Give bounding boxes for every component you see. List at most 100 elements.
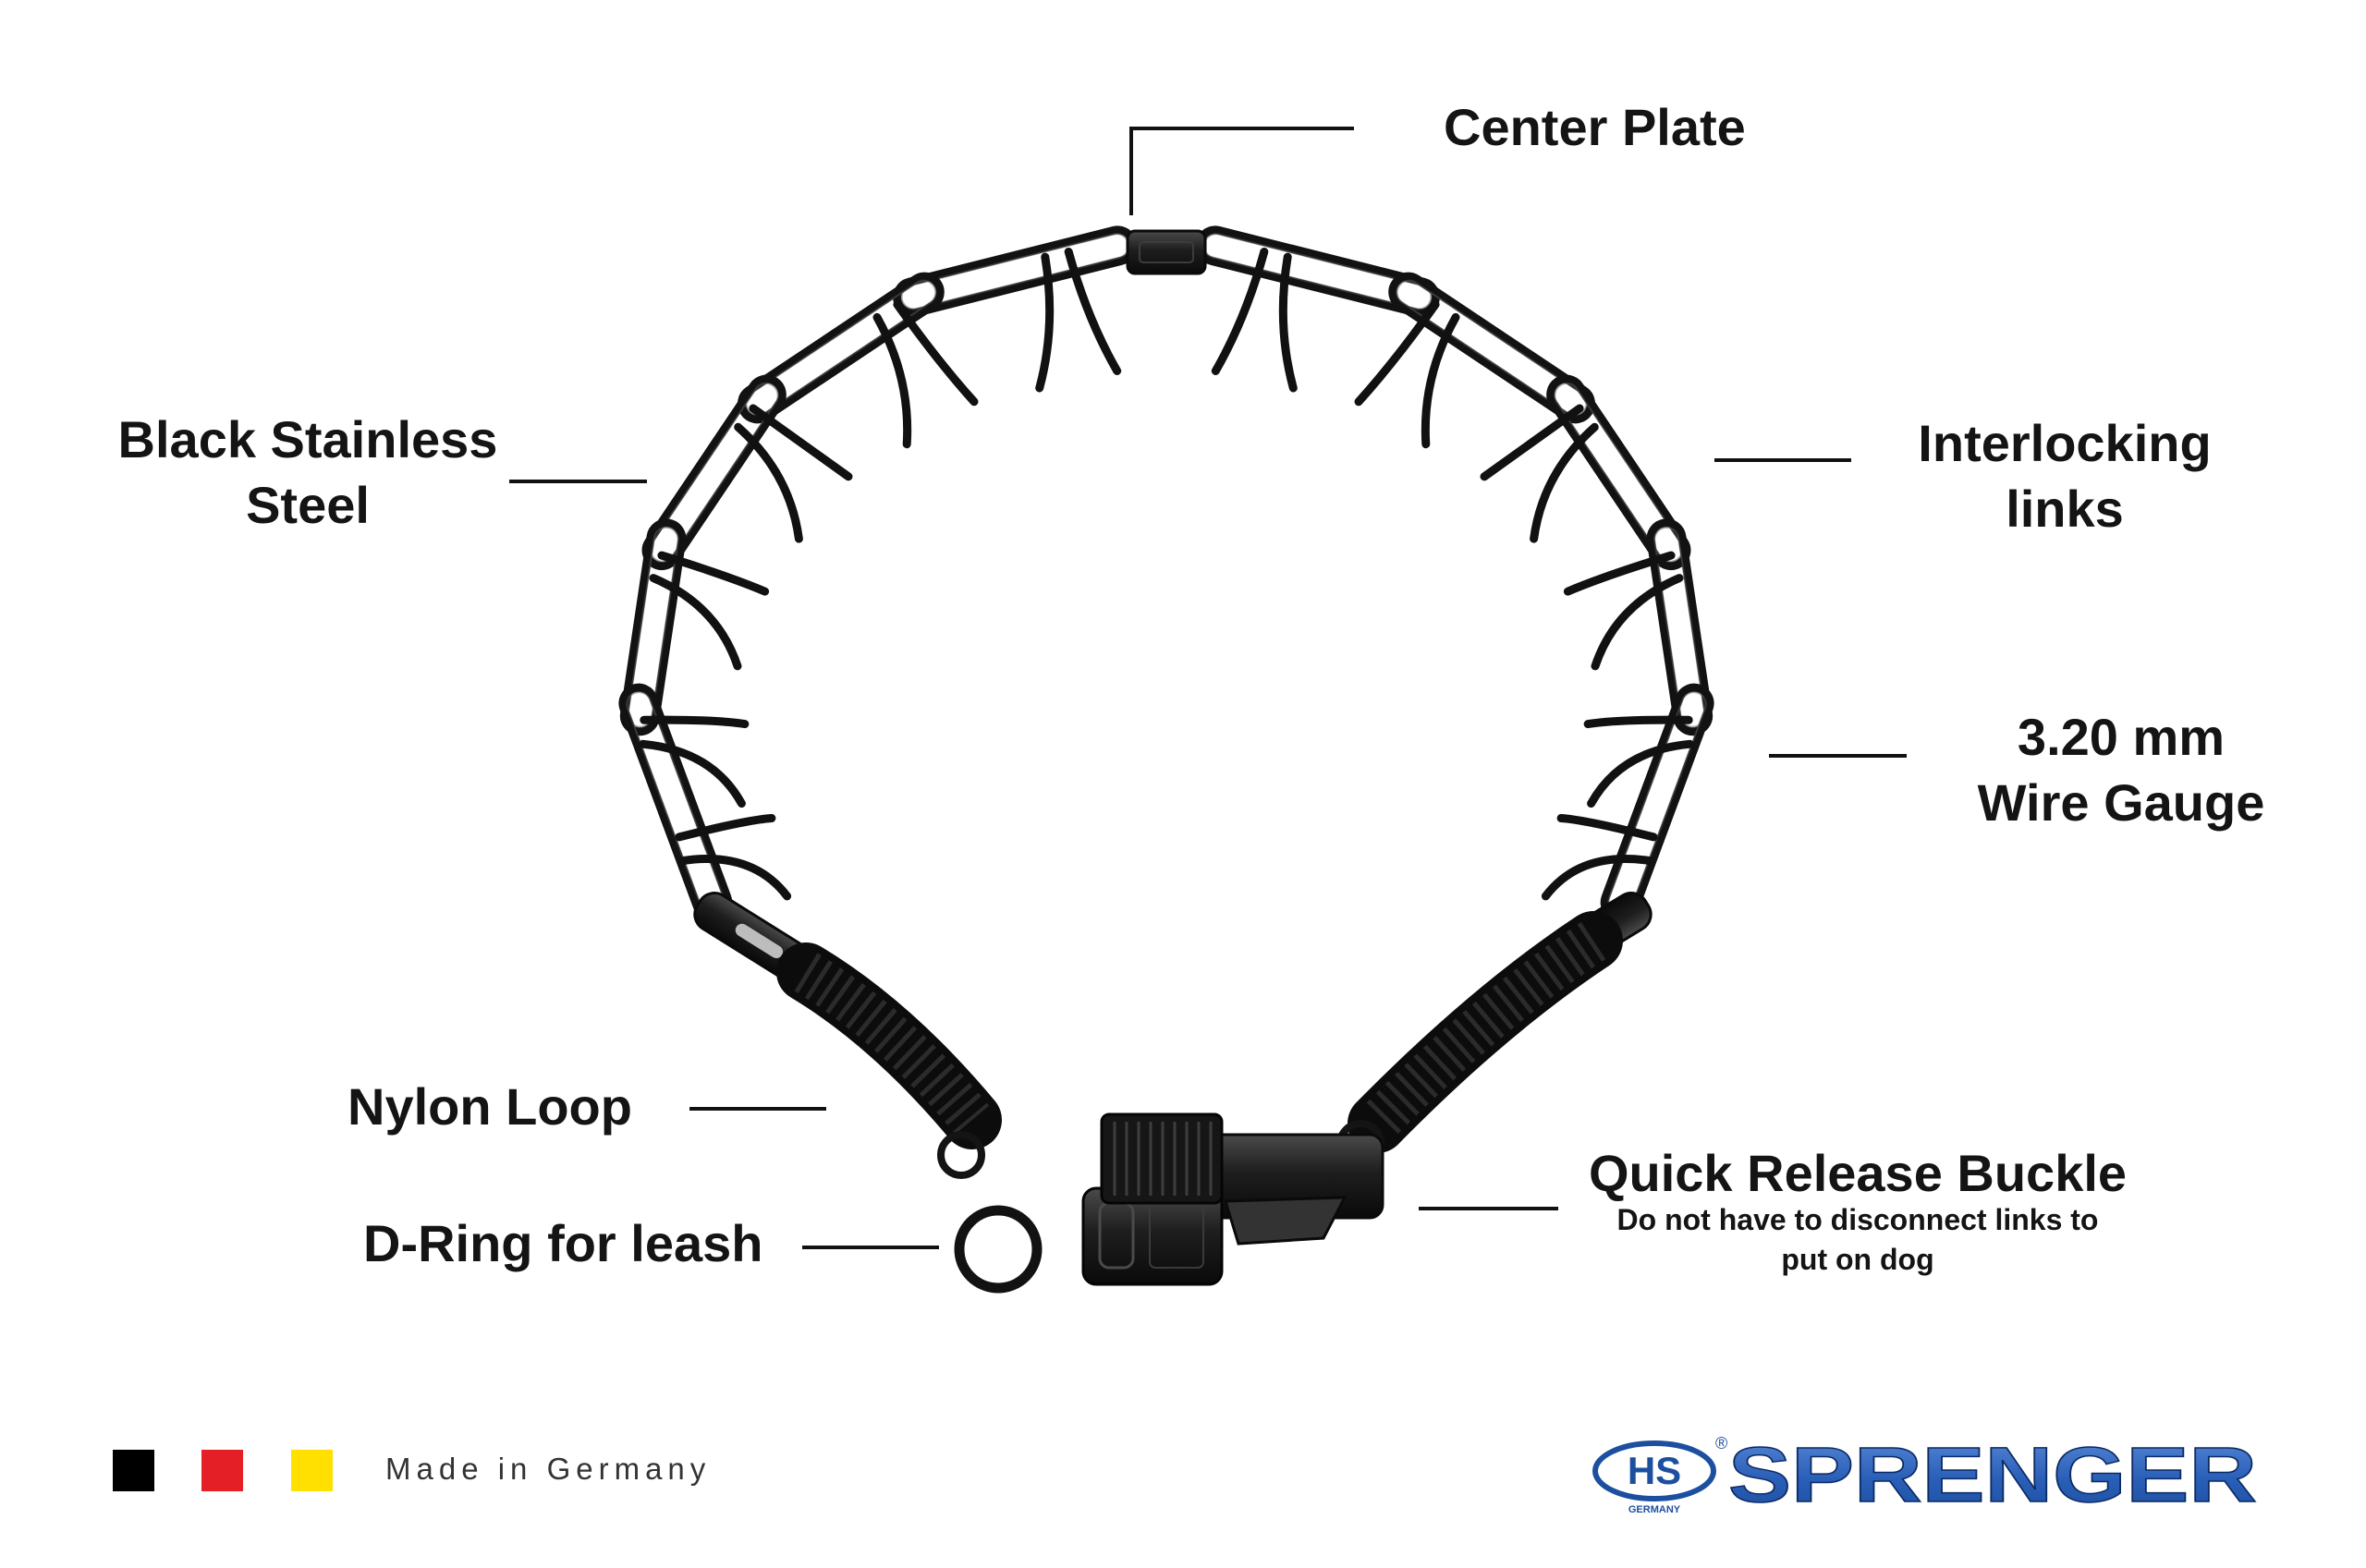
- left-nylon-loop: [776, 942, 1002, 1149]
- label-d-ring: D-Ring for leash: [363, 1214, 763, 1272]
- label-quick-release-note-line2: put on dog: [1781, 1243, 1934, 1276]
- hs-badge-subtext: GERMANY: [1628, 1504, 1681, 1515]
- right-connector-ring: [1336, 1120, 1384, 1168]
- collar-prong-pair: [675, 814, 792, 901]
- collar-prong-pair: [1035, 248, 1122, 393]
- collar-prong: [1563, 551, 1676, 596]
- collar-prong: [1591, 574, 1684, 671]
- collar-prong: [675, 814, 776, 842]
- collar-link: [1646, 518, 1714, 736]
- collar-prong: [657, 551, 770, 596]
- label-line: 3.20 mm: [2017, 708, 2226, 766]
- collar-prong: [1541, 855, 1653, 901]
- collar-prong-pair: [1583, 715, 1694, 808]
- collar-prong: [1211, 248, 1269, 375]
- collar-link-highlight: [626, 691, 726, 915]
- collar-prong: [649, 574, 742, 671]
- collar-prong: [872, 312, 912, 449]
- leader-line-black-stainless-steel: [509, 480, 647, 483]
- collar-prong: [1583, 715, 1693, 729]
- right-nylon-loop: [1348, 911, 1623, 1153]
- sprenger-logo: HS GERMANY ® SPRENGER: [1592, 1432, 2258, 1517]
- collar-link-wire: [618, 683, 733, 923]
- collar-prong: [1421, 312, 1460, 449]
- collar-link-wire: [1195, 225, 1440, 318]
- collar-link-highlight: [627, 526, 679, 728]
- collar-prong-pair: [649, 551, 770, 671]
- collar-link: [641, 374, 787, 571]
- leader-line-center-plate-vertical: [1129, 127, 1133, 215]
- hs-badge-oval: [1592, 1440, 1716, 1501]
- collar-prong-pair: [734, 404, 853, 543]
- leader-line-nylon-loop: [689, 1107, 826, 1111]
- collar-link-wire: [738, 272, 945, 424]
- collar-link-wire: [619, 518, 687, 736]
- flag-stripe-red: [201, 1450, 243, 1491]
- collar-prong-pair: [1480, 404, 1599, 543]
- collar-prong: [1480, 404, 1584, 481]
- collar-link-highlight: [745, 279, 937, 417]
- collar-prong: [1556, 814, 1658, 842]
- collar-link: [893, 225, 1138, 318]
- collar-prong: [640, 715, 750, 729]
- center-plate: [1126, 229, 1207, 275]
- label-line: Wire Gauge: [1977, 773, 2265, 832]
- collar-prong: [1064, 248, 1122, 375]
- collar-link-wire: [1600, 683, 1714, 923]
- collar-prong: [749, 404, 853, 481]
- collar-link: [618, 683, 733, 923]
- collar-link-wire: [641, 374, 787, 571]
- label-line: Black Stainless: [117, 410, 498, 468]
- collar-link-wire: [893, 225, 1138, 318]
- collar-link-highlight: [1554, 382, 1684, 563]
- registered-mark: ®: [1715, 1434, 1727, 1453]
- collar-prong-pair: [872, 300, 979, 449]
- collar-link-highlight: [1607, 691, 1707, 915]
- d-ring: [954, 1205, 1043, 1294]
- collar-prong: [1354, 300, 1440, 407]
- collar-prong: [1530, 422, 1599, 543]
- collar-link: [1600, 683, 1714, 923]
- collar-link-highlight: [900, 233, 1130, 310]
- collar-link-wire: [1388, 272, 1595, 424]
- label-wire-gauge: 3.20 mm Wire Gauge: [1899, 704, 2343, 835]
- collar-link-highlight: [649, 382, 779, 563]
- label-black-stainless-steel: Black Stainless Steel: [77, 407, 539, 538]
- collar-link-highlight: [1396, 279, 1588, 417]
- collar-link: [1546, 374, 1691, 571]
- collar-link-wire: [1646, 518, 1714, 736]
- collar-prong: [639, 739, 746, 808]
- collar-link-wire: [1546, 374, 1691, 571]
- collar-prong-pair: [1541, 814, 1658, 901]
- collar-link-chain: [618, 225, 1714, 923]
- left-end-plate: [693, 892, 838, 999]
- flag-stripe-gold: [291, 1450, 333, 1491]
- label-nylon-loop: Nylon Loop: [348, 1077, 632, 1136]
- collar-prong: [679, 855, 792, 901]
- collar-prong: [1035, 252, 1055, 393]
- collar-link: [1388, 272, 1595, 424]
- collar-prong-pair: [1211, 248, 1298, 393]
- collar-link-highlight: [1202, 233, 1433, 310]
- collar-link: [738, 272, 945, 424]
- label-quick-release-note-line1: Do not have to disconnect links to: [1616, 1203, 2099, 1236]
- flag-stripe-black: [113, 1450, 154, 1491]
- collar-hardware: [693, 229, 1653, 1294]
- right-end-plate: [1523, 892, 1653, 988]
- brand-name: SPRENGER: [1728, 1432, 2257, 1517]
- quick-release-buckle: [1081, 1112, 1384, 1286]
- left-connector-ring: [937, 1131, 985, 1179]
- leader-line-center-plate-horizontal: [1131, 127, 1354, 130]
- collar-link: [1195, 225, 1440, 318]
- leader-line-d-ring: [802, 1246, 939, 1249]
- collar-link-highlight: [1653, 526, 1706, 728]
- label-interlocking-links: Interlocking links: [1834, 410, 2296, 541]
- collar-prong: [1587, 739, 1694, 808]
- collar-prong: [893, 300, 979, 407]
- collar-prong: [1278, 252, 1298, 393]
- leader-line-wire-gauge: [1769, 754, 1907, 758]
- collar-prong-pair: [1354, 300, 1460, 449]
- label-center-plate: Center Plate: [1444, 98, 1746, 156]
- collar-prong-set: [639, 248, 1694, 901]
- made-in-germany-text: Made in Germany: [385, 1452, 712, 1486]
